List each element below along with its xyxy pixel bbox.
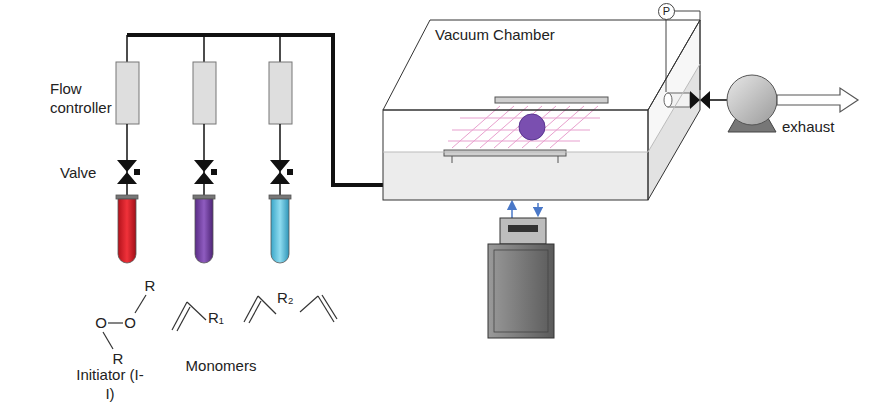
component-label: exhaust bbox=[782, 117, 852, 136]
gauge-lines bbox=[666, 11, 700, 92]
group-label: R₁ bbox=[208, 308, 234, 327]
label-anchor: exhaust bbox=[782, 117, 852, 136]
component-label: Flow controller bbox=[50, 79, 122, 117]
chamber-outline bbox=[383, 20, 700, 200]
component-label: Monomers bbox=[176, 356, 266, 375]
label-anchor: Monomers bbox=[176, 356, 266, 375]
component-label: Initiator (I-I) bbox=[74, 365, 146, 403]
valve-lines bbox=[127, 124, 280, 196]
chemical-structures bbox=[103, 295, 337, 349]
chamber-fill bbox=[383, 20, 700, 200]
vacuum-chamber: Vacuum Chamber bbox=[383, 20, 700, 200]
atom-label: O bbox=[94, 313, 108, 332]
source-tubes bbox=[116, 195, 291, 263]
atom-label: R bbox=[111, 349, 125, 368]
label-anchor: R₁ bbox=[208, 308, 234, 327]
flow-controllers bbox=[116, 62, 292, 124]
substrate-sphere bbox=[519, 114, 545, 140]
atom-label: R bbox=[143, 276, 157, 295]
label-anchor: O bbox=[94, 313, 108, 332]
valve-symbols bbox=[117, 160, 293, 184]
label-anchor: R bbox=[143, 276, 157, 295]
label-anchor: Valve bbox=[60, 163, 110, 182]
pressure-gauge: P bbox=[658, 3, 675, 20]
atom-label: O bbox=[123, 313, 137, 332]
label-anchor: O bbox=[123, 313, 137, 332]
component-label: Valve bbox=[60, 163, 110, 182]
label-anchor: R₂ bbox=[277, 288, 303, 307]
temperature-controller bbox=[488, 203, 554, 338]
label-anchor: R bbox=[111, 349, 125, 368]
gas-manifold bbox=[127, 35, 383, 185]
label-anchor: Flow controller bbox=[50, 79, 122, 117]
platens bbox=[444, 97, 608, 163]
chamber-title: Vacuum Chamber bbox=[383, 20, 700, 44]
plasma-filaments bbox=[448, 106, 600, 148]
group-label: R₂ bbox=[277, 288, 303, 307]
gauge-letter: P bbox=[658, 3, 675, 20]
label-anchor: Initiator (I-I) bbox=[74, 365, 146, 403]
